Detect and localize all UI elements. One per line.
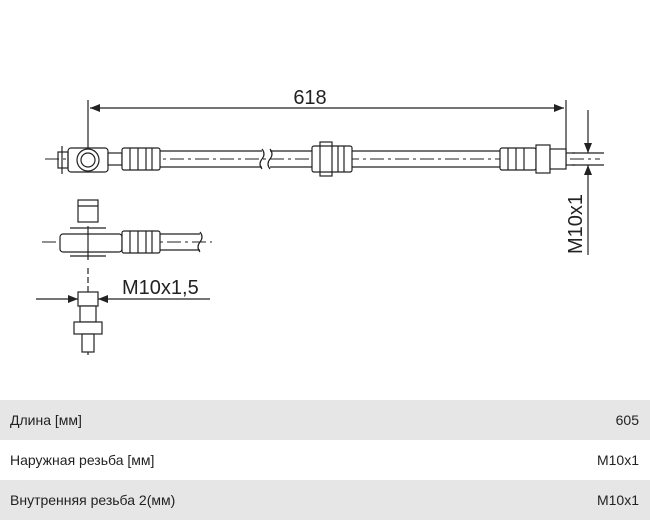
spec-value: M10x1 bbox=[596, 492, 639, 508]
spec-label: Длина [мм] bbox=[10, 412, 82, 428]
brake-hose-drawing: 618 bbox=[36, 87, 604, 356]
end-thread-label: M10x1 bbox=[565, 194, 587, 254]
hose-body bbox=[45, 141, 600, 177]
end-thread-dimension bbox=[572, 110, 604, 255]
spec-row-inner-thread: Внутренняя резьба 2(мм) M10x1 bbox=[0, 480, 650, 520]
bolt-view bbox=[36, 268, 210, 356]
banjo-side-view bbox=[42, 199, 212, 260]
spec-row-length: Длина [мм] 605 bbox=[0, 400, 650, 440]
outer-thread-label: M10x1,5 bbox=[122, 277, 199, 299]
spec-value: M10x1 bbox=[596, 452, 639, 468]
length-label: 618 bbox=[293, 87, 326, 109]
spec-table: Длина [мм] 605 Наружная резьба [мм] M10x… bbox=[0, 400, 650, 520]
spec-row-outer-thread: Наружная резьба [мм] M10x1 bbox=[0, 440, 650, 480]
spec-value: 605 bbox=[615, 412, 639, 428]
spec-label: Внутренняя резьба 2(мм) bbox=[10, 492, 176, 508]
spec-label: Наружная резьба [мм] bbox=[10, 452, 155, 468]
